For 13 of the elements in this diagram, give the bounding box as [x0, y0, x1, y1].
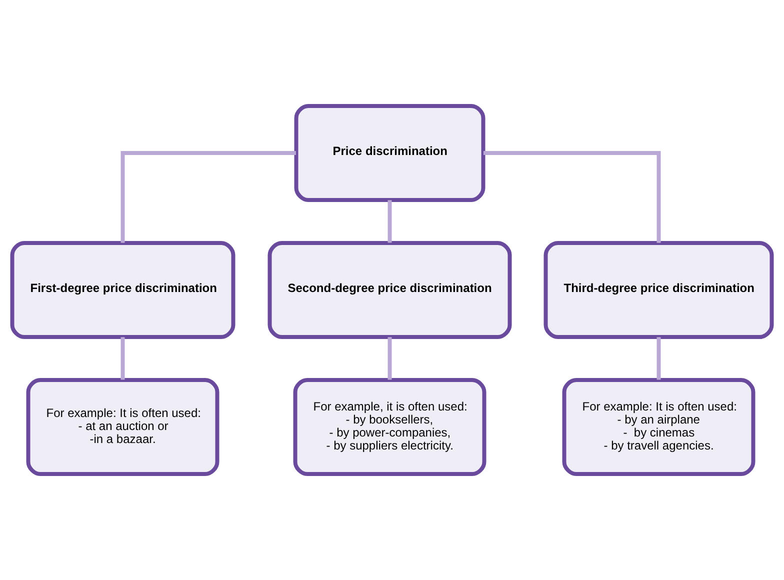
node-box: For example: It is often used: - by an airplane - by cinemas - by travell agencies. — [562, 378, 756, 476]
node-box: For example, it is often used: - by booksellers, - by power-companies, - by suppliers electricity. — [293, 378, 486, 476]
connector — [388, 337, 392, 380]
connector — [120, 151, 296, 243]
connector — [120, 337, 125, 380]
node-box: For example: It is often used: - at an auction or -in a bazaar. — [26, 378, 220, 476]
connector — [388, 200, 392, 243]
node-box: First-degree price discrimination — [10, 241, 236, 339]
node-box: Third-degree price discrimination — [544, 241, 774, 339]
node-box: Second-degree price discrimination — [268, 241, 512, 339]
node-box: Price discrimination — [294, 104, 486, 202]
connector — [483, 151, 661, 243]
connector — [656, 337, 661, 380]
